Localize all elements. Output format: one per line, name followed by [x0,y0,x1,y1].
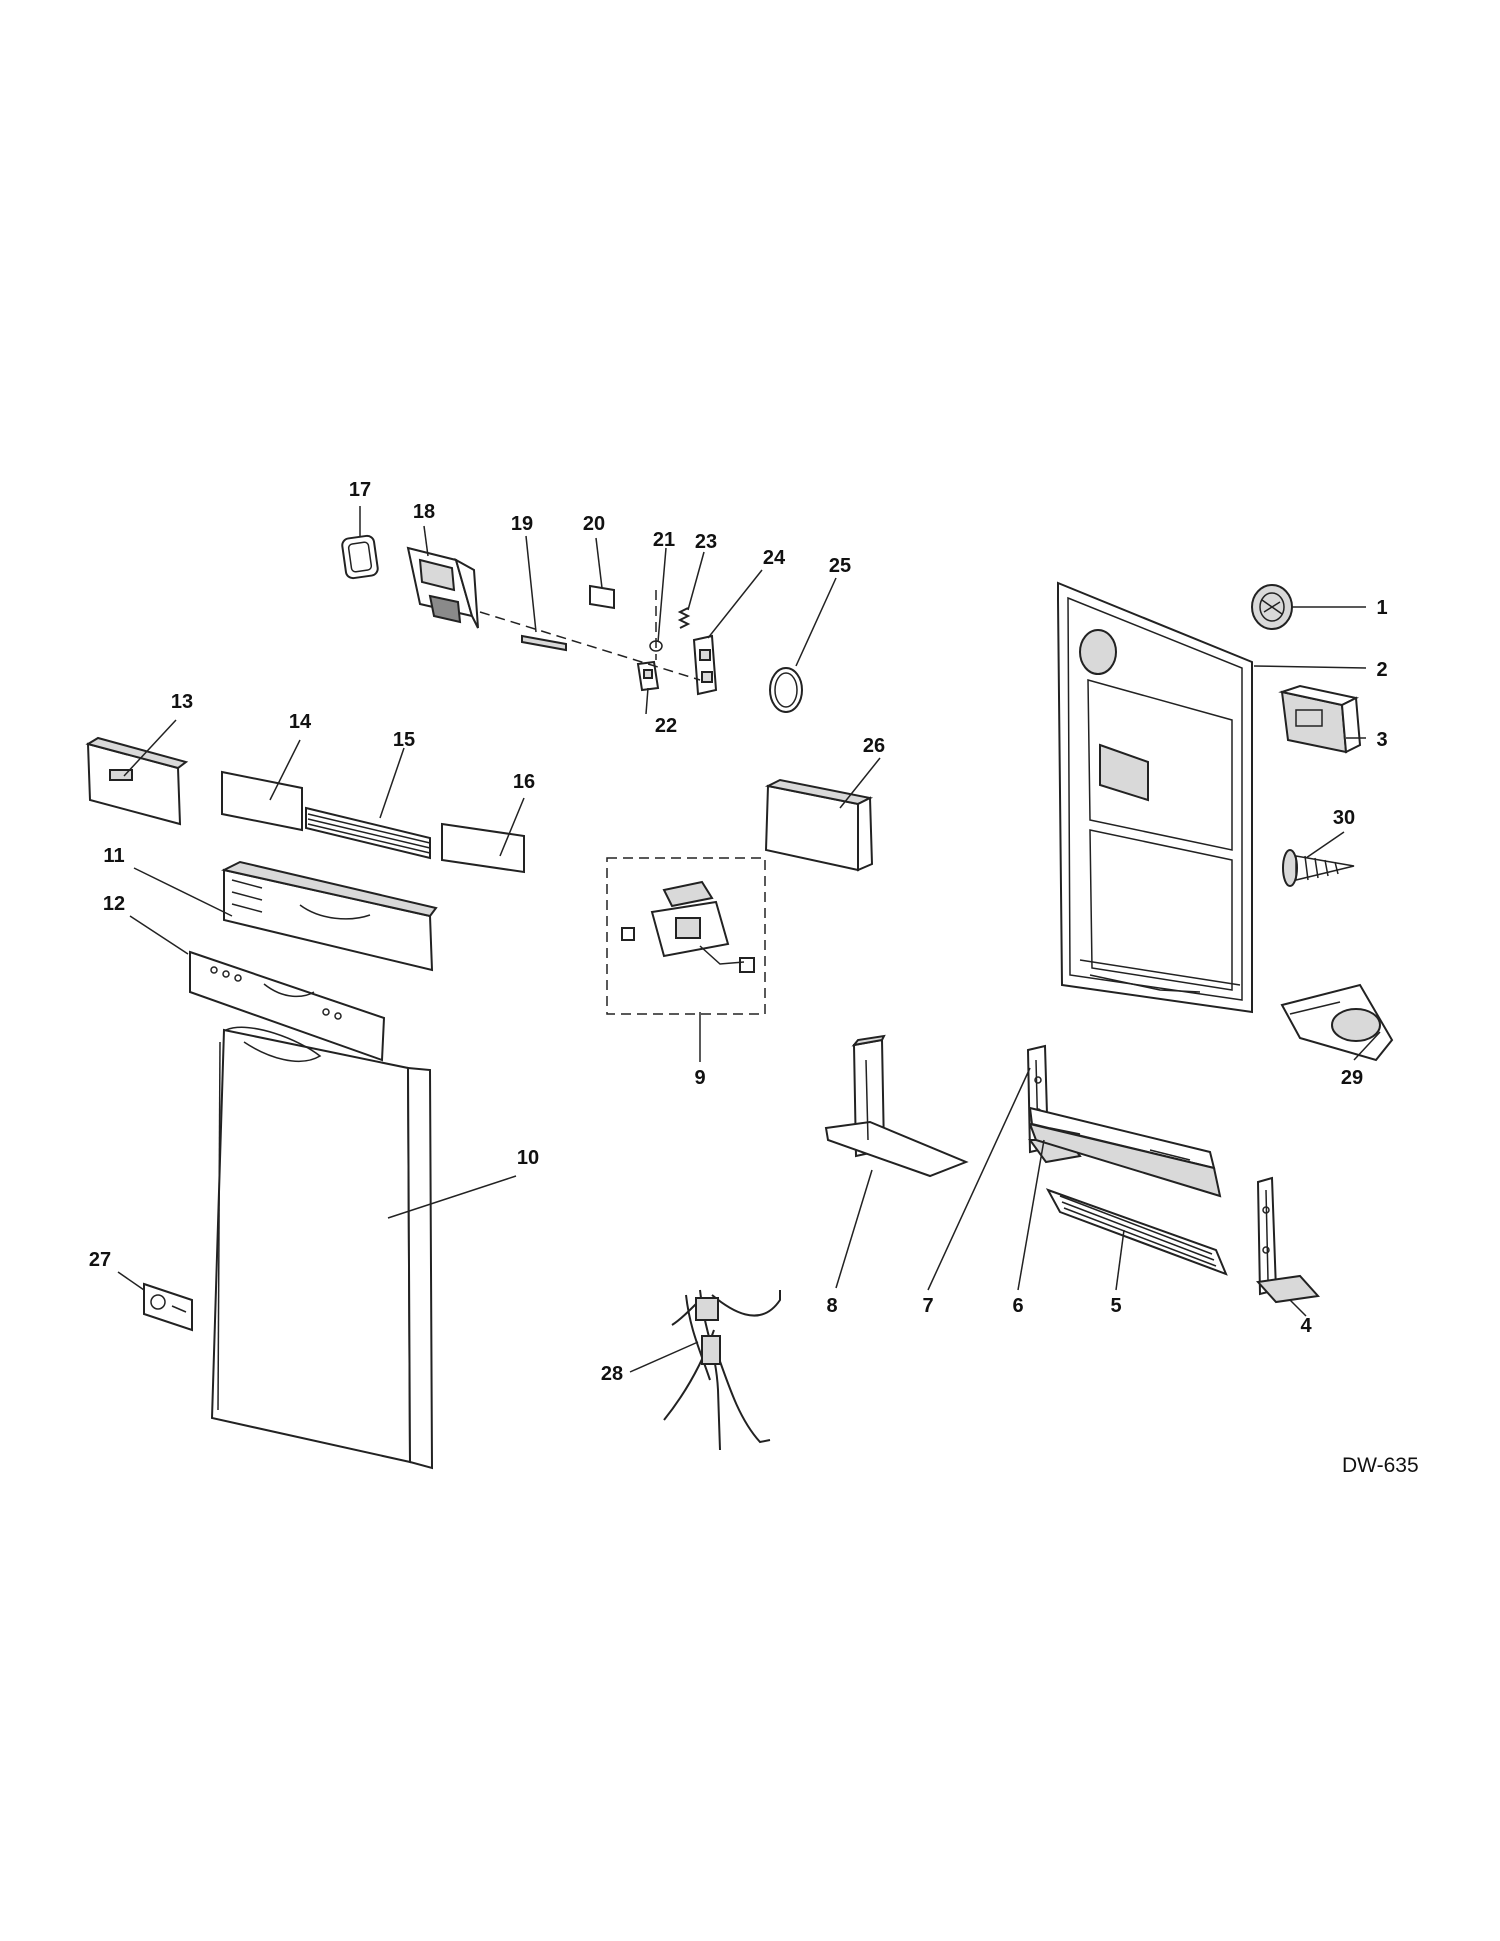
callout-6: 6 [1012,1295,1023,1317]
part-8-bracket [824,1034,969,1178]
callout-26: 26 [863,735,885,757]
part-27-badge [143,1282,193,1332]
callout-30: 30 [1333,807,1355,829]
part-24-latch-switch [692,634,718,696]
callout-29: 29 [1341,1067,1363,1089]
part-20-plate [589,584,615,610]
part-19-rod [521,634,567,652]
part-17-gasket [341,534,379,580]
callout-7: 7 [922,1295,933,1317]
callout-2: 2 [1376,659,1387,681]
callout-4: 4 [1300,1315,1312,1337]
part-16-label [441,822,525,874]
callout-22: 22 [655,715,677,737]
part-15-membrane [305,806,431,860]
part-5-rail [1045,1188,1228,1276]
part-22-clip [636,660,660,692]
part-6-bracket [1028,1106,1222,1198]
callout-28: 28 [601,1363,623,1385]
callout-9: 9 [694,1067,705,1089]
part-23-spring [677,607,691,629]
part-13-control-board [85,736,189,826]
part-28-wire-harness [663,1289,781,1451]
callout-21: 21 [653,529,675,551]
callout-24: 24 [763,547,786,569]
part-11-control-panel [221,860,438,972]
callout-12: 12 [103,893,125,915]
callout-13: 13 [171,691,193,713]
part-4-hinge [1256,1176,1320,1304]
callout-labels: 1 2 3 4 5 6 7 8 9 10 11 12 13 14 15 16 1… [89,479,1388,1385]
callout-8: 8 [826,1295,837,1317]
part-9-latch-assembly [606,857,766,1015]
callout-20: 20 [583,513,605,535]
callout-1: 1 [1376,597,1387,619]
part-1-plug [1251,584,1293,630]
callout-14: 14 [289,711,312,733]
callout-23: 23 [695,531,717,553]
assembly-axis [479,611,701,681]
callout-3: 3 [1376,729,1387,751]
callout-17: 17 [349,479,371,501]
part-30-screw [1282,849,1355,887]
part-2-inner-door-panel [1057,581,1253,1014]
callout-16: 16 [513,771,535,793]
part-26-trim [764,778,874,872]
diagram-reference-code: DW-635 [1342,1454,1419,1477]
part-25-ring-seal [769,667,803,713]
callout-11: 11 [103,845,124,867]
callout-25: 25 [829,555,851,577]
part-12-console-strip [189,950,386,1062]
part-29-tray [1280,983,1394,1062]
part-14-overlay [221,770,303,832]
callout-5: 5 [1110,1295,1121,1317]
callout-18: 18 [413,501,435,523]
part-18-dispenser [406,546,479,629]
callout-19: 19 [511,513,533,535]
leader-lines [117,506,1381,1373]
callout-27: 27 [89,1249,111,1271]
part-10-outer-door [210,1026,434,1470]
callout-10: 10 [517,1147,539,1169]
callout-15: 15 [393,729,415,751]
part-3-holder [1278,684,1362,754]
